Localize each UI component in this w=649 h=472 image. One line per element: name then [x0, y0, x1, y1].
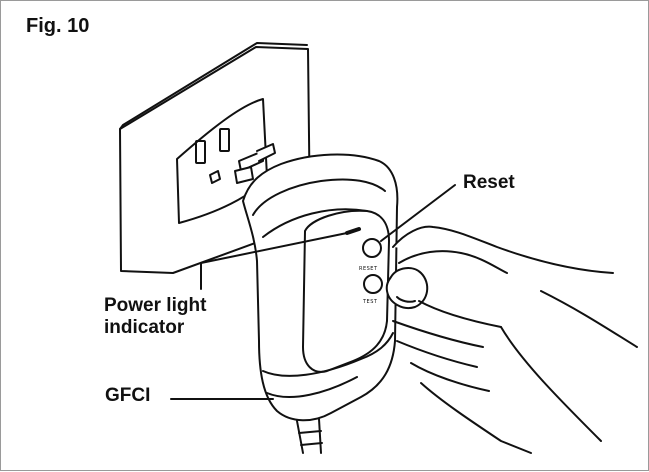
reset-button-text: RESET	[359, 266, 378, 272]
figure-title: Fig. 10	[26, 15, 90, 37]
reset-leader-line	[380, 184, 456, 242]
power-light-label-line2: indicator	[104, 317, 185, 338]
power-light-label-line1: Power light	[104, 295, 207, 316]
gfci-label: GFCI	[105, 385, 151, 406]
reset-label: Reset	[463, 172, 515, 193]
power-light-label: Power light indicator	[104, 295, 206, 339]
hand	[385, 225, 638, 454]
power-light-leader-line	[200, 232, 348, 290]
plug-prongs	[234, 143, 276, 184]
test-button-text: TEST	[362, 299, 378, 305]
gfci-device	[242, 153, 399, 454]
